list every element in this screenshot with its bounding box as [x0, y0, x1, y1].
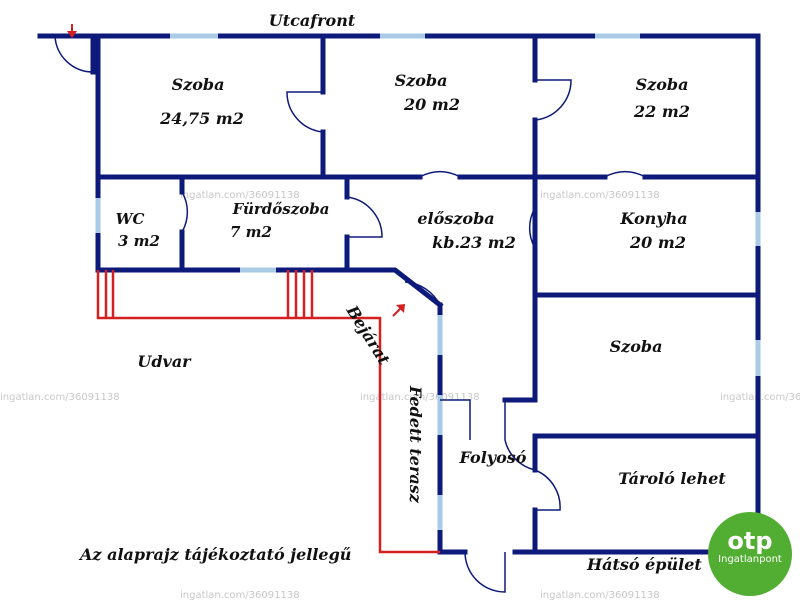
- room-name: Folyosó: [459, 448, 527, 467]
- room-name: Fürdőszoba: [232, 200, 330, 218]
- entrance-door-icon: [404, 281, 441, 306]
- room-labels: Utcafront Szoba 24,75 m2 Szoba 20 m2 Szo…: [78, 11, 726, 574]
- watermark-text: ingatlan.com/36091138: [0, 392, 120, 403]
- room-name: Konyha: [619, 209, 687, 228]
- yard-label: Udvar: [137, 352, 192, 371]
- room-name: Szoba: [395, 71, 448, 90]
- room-area: 20 m2: [629, 233, 686, 252]
- room-name: előszoba: [417, 209, 494, 228]
- street-front-label: Utcafront: [269, 11, 356, 30]
- watermark-text: ingatlan.com/36091138: [360, 392, 480, 403]
- door-swing-icon: [604, 170, 646, 178]
- door-swing-icon: [346, 196, 383, 238]
- door-swing-icon: [534, 469, 561, 511]
- room-area: kb.23 m2: [432, 233, 516, 252]
- room-area: 7 m2: [230, 223, 272, 241]
- room-name: Szoba: [172, 75, 225, 94]
- disclaimer-text: Az alaprajz tájékoztató jellegű: [78, 545, 351, 564]
- otp-logo: otp Ingatlanpont: [708, 512, 792, 596]
- door-swing-icon: [534, 79, 572, 121]
- door-swing-icon: [286, 91, 324, 133]
- back-door-icon: [464, 551, 506, 593]
- covered-terrace-label: Fedett terasz: [406, 385, 425, 504]
- terrace-railing: [96, 270, 440, 554]
- entry-arrows: [67, 24, 405, 317]
- watermark-text: ingatlan.com/36091138: [540, 190, 660, 201]
- door-swing-icon: [440, 399, 471, 440]
- room-area: 22 m2: [633, 102, 690, 121]
- back-building-label: Hátsó épület: [586, 555, 702, 574]
- arrow-up-right-icon: [392, 307, 402, 317]
- room-name: WC: [116, 210, 145, 228]
- watermark-text: ingatlan.com/36091138: [540, 590, 660, 600]
- exterior-wall: [95, 33, 444, 309]
- door-swing-icon: [504, 400, 536, 471]
- door-swing-icon: [528, 207, 536, 249]
- watermark-text: ingatlan.com/36091138: [180, 590, 300, 600]
- arrow-down-icon: [67, 31, 77, 38]
- logo-subtitle: Ingatlanpont: [718, 554, 782, 565]
- door-swing-icon: [419, 170, 461, 178]
- doors: [54, 35, 646, 593]
- logo-brand: otp: [727, 527, 773, 555]
- room-name: Szoba: [636, 75, 689, 94]
- room-area: 3 m2: [118, 232, 160, 250]
- room-name: Tároló lehet: [618, 469, 726, 488]
- room-area: 20 m2: [403, 95, 460, 114]
- terrace-outline: [96, 270, 440, 554]
- entrance-label: Bejárat: [342, 301, 394, 368]
- room-name: Szoba: [610, 337, 663, 356]
- watermark-text: ingatlan.com/36091138: [180, 190, 300, 201]
- arrow-up-right-icon: [396, 304, 405, 313]
- door-swing-icon: [181, 191, 189, 233]
- windows: [95, 33, 761, 530]
- room-area: 24,75 m2: [159, 109, 244, 128]
- street-door-icon: [54, 35, 94, 73]
